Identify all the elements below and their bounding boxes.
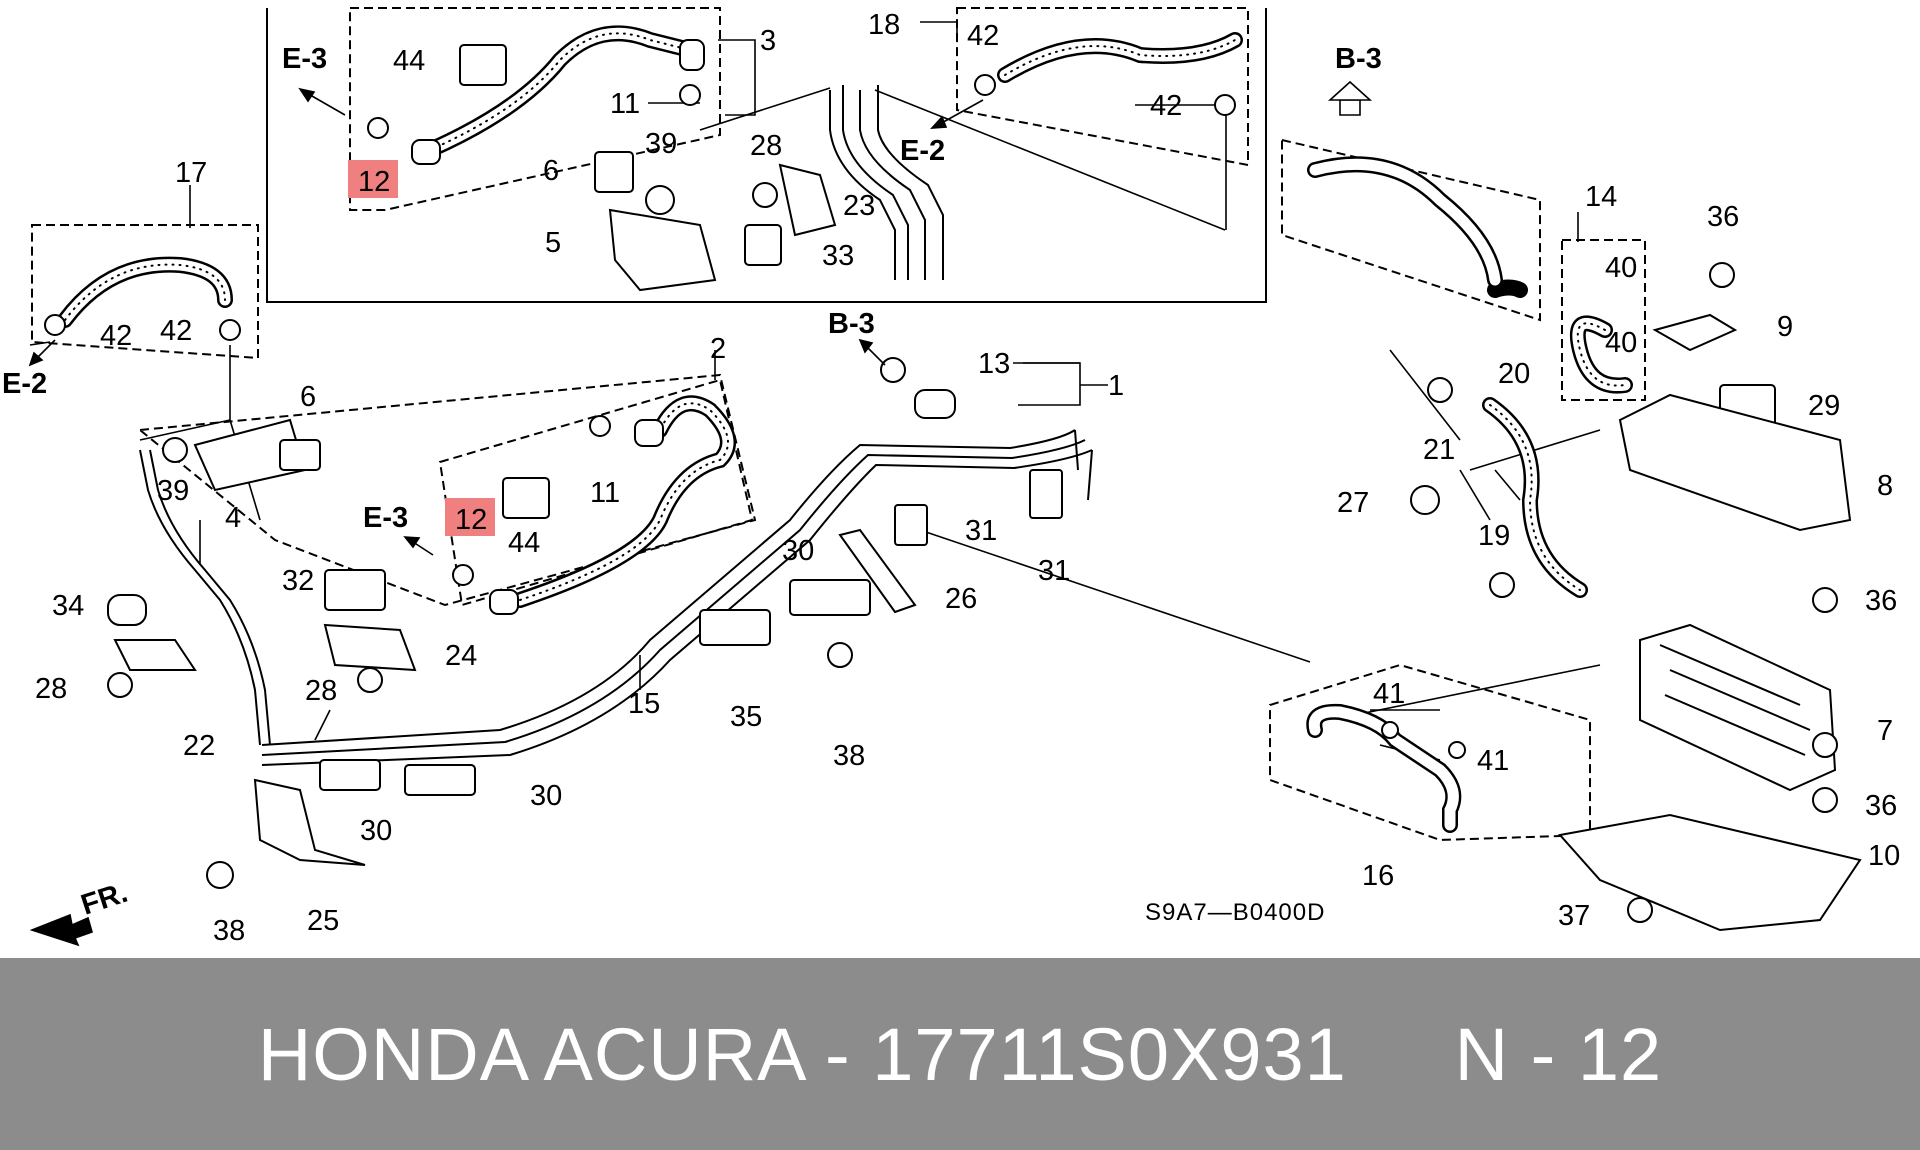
part-label: 38 — [213, 915, 245, 947]
part-label: 44 — [393, 45, 425, 77]
part-label: 22 — [183, 730, 215, 762]
fuel-pipes — [139, 85, 1093, 766]
section-ref-label: B-3 — [1335, 43, 1382, 75]
part-label: 31 — [1038, 555, 1070, 587]
part-label: 19 — [1478, 520, 1510, 552]
part-label: 39 — [645, 128, 677, 160]
part-label: 29 — [1808, 390, 1840, 422]
part-number-caption: HONDA ACURA - 17711S0X931 N - 12 — [257, 1012, 1663, 1096]
hose-speckle — [64, 32, 1626, 601]
part-label: 8 — [1877, 470, 1893, 502]
part-label: 20 — [1498, 358, 1530, 390]
part-label: 40 — [1605, 252, 1637, 284]
footer-bar: HONDA ACURA - 17711S0X931 N - 12 — [0, 958, 1920, 1150]
part-label: 28 — [750, 130, 782, 162]
part-label: 11 — [610, 88, 640, 120]
part-label: 34 — [52, 590, 84, 622]
part-label: 30 — [360, 815, 392, 847]
part-label: 37 — [1558, 900, 1590, 932]
part-label: 16 — [1362, 860, 1394, 892]
part-labels: 1 2 3 4 5 6 6 7 8 9 10 11 11 12 12 13 14… — [35, 9, 1900, 947]
part-label: 41 — [1477, 745, 1509, 777]
part-label: 36 — [1707, 201, 1739, 233]
part-label: 33 — [822, 240, 854, 272]
drawing-code: S9A7—B0400D — [1145, 899, 1325, 926]
part-label: 27 — [1337, 487, 1369, 519]
part-label: 36 — [1865, 585, 1897, 617]
part-label: 9 — [1777, 311, 1793, 343]
part-label: 30 — [530, 780, 562, 812]
part-label: 39 — [157, 475, 189, 507]
part-label: 14 — [1585, 181, 1617, 213]
part-label: 30 — [782, 535, 814, 567]
lead-lines — [29, 21, 1601, 761]
part-label: 32 — [282, 565, 314, 597]
part-label: 7 — [1877, 715, 1893, 747]
front-direction-label: FR. — [77, 877, 131, 922]
part-label: 5 — [545, 227, 561, 259]
highlight-part-12-top — [348, 160, 398, 198]
part-label: 15 — [628, 688, 660, 720]
part-label: 12 — [358, 166, 390, 198]
part-label: 26 — [945, 583, 977, 615]
part-label: 28 — [35, 673, 67, 705]
section-ref-label: B-3 — [828, 308, 875, 340]
part-label: 4 — [225, 502, 241, 534]
direction-arrows — [28, 80, 1373, 947]
section-ref-label: E-3 — [282, 43, 327, 75]
part-label: 42 — [967, 20, 999, 52]
part-label: 10 — [1868, 840, 1900, 872]
part-label: 2 — [710, 333, 726, 365]
section-ref-label: E-2 — [2, 368, 47, 400]
part-label: 6 — [300, 381, 316, 413]
components — [44, 39, 1862, 932]
part-label: 42 — [160, 315, 192, 347]
part-label: 1 — [1108, 370, 1124, 402]
part-label: 12 — [455, 504, 487, 536]
part-label: 6 — [543, 155, 559, 187]
part-label: 31 — [965, 515, 997, 547]
part-label: 21 — [1423, 434, 1455, 466]
part-label: 24 — [445, 640, 477, 672]
part-label: 42 — [1150, 90, 1182, 122]
part-label: 40 — [1605, 327, 1637, 359]
part-label: 44 — [508, 527, 540, 559]
part-label: 23 — [843, 190, 875, 222]
part-label: 36 — [1865, 790, 1897, 822]
part-label: 25 — [307, 905, 339, 937]
part-label: 18 — [868, 9, 900, 41]
part-label: 3 — [760, 25, 776, 57]
part-label: 11 — [590, 477, 620, 509]
fuel-line-exploded-diagram: 1 2 3 4 5 6 6 7 8 9 10 11 11 12 12 13 14… — [2, 7, 1900, 947]
section-refs: E-3 E-3 E-2 E-2 B-3 B-3 — [2, 43, 1382, 534]
part-label: 41 — [1373, 678, 1405, 710]
section-ref-label: E-2 — [900, 135, 945, 167]
part-label: 17 — [175, 157, 207, 189]
part-label: 42 — [100, 320, 132, 352]
part-label: 35 — [730, 701, 762, 733]
highlight-part-12-mid — [445, 498, 495, 536]
part-label: 13 — [978, 348, 1010, 380]
part-label: 38 — [833, 740, 865, 772]
part-label: 28 — [305, 675, 337, 707]
section-ref-label: E-3 — [363, 502, 408, 534]
